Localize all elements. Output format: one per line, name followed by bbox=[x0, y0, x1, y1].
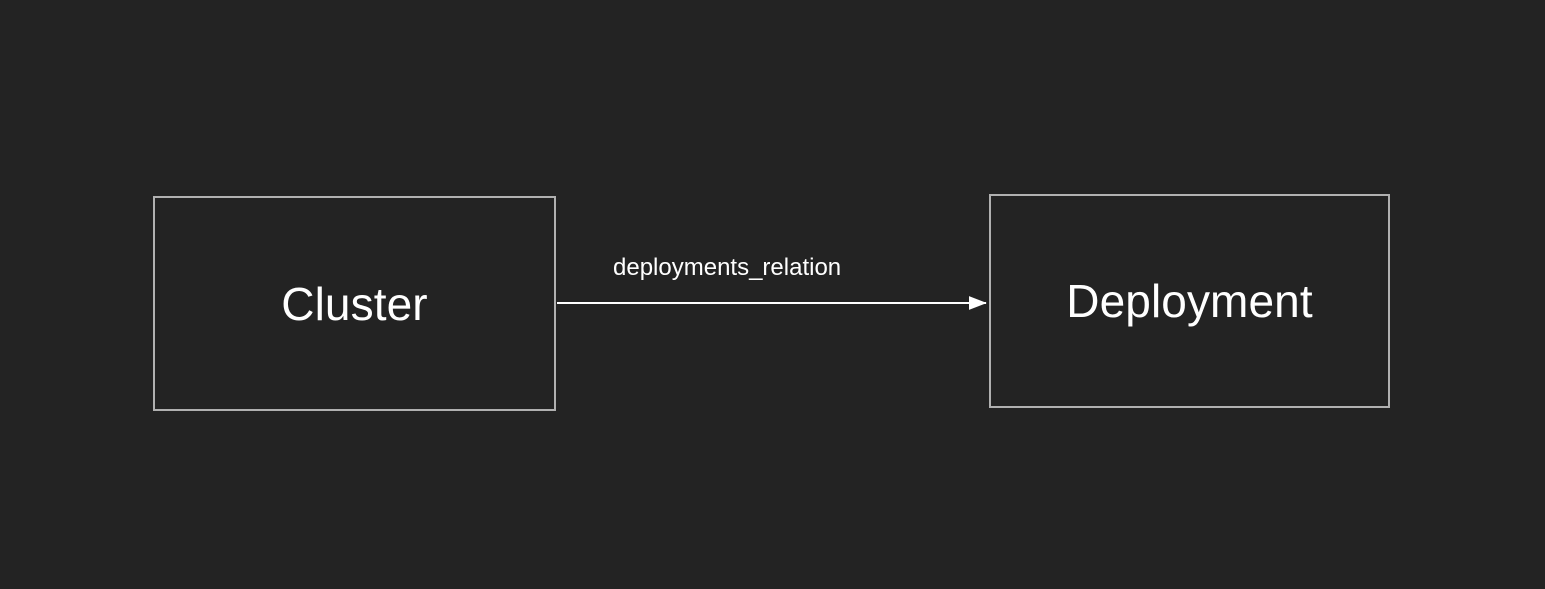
edge-label-deployments-relation: deployments_relation bbox=[613, 254, 842, 281]
node-deployment-label: Deployment bbox=[1066, 275, 1313, 327]
node-deployment[interactable]: Deployment bbox=[989, 194, 1390, 408]
node-cluster[interactable]: Cluster bbox=[153, 196, 556, 411]
node-cluster-label: Cluster bbox=[281, 277, 428, 330]
